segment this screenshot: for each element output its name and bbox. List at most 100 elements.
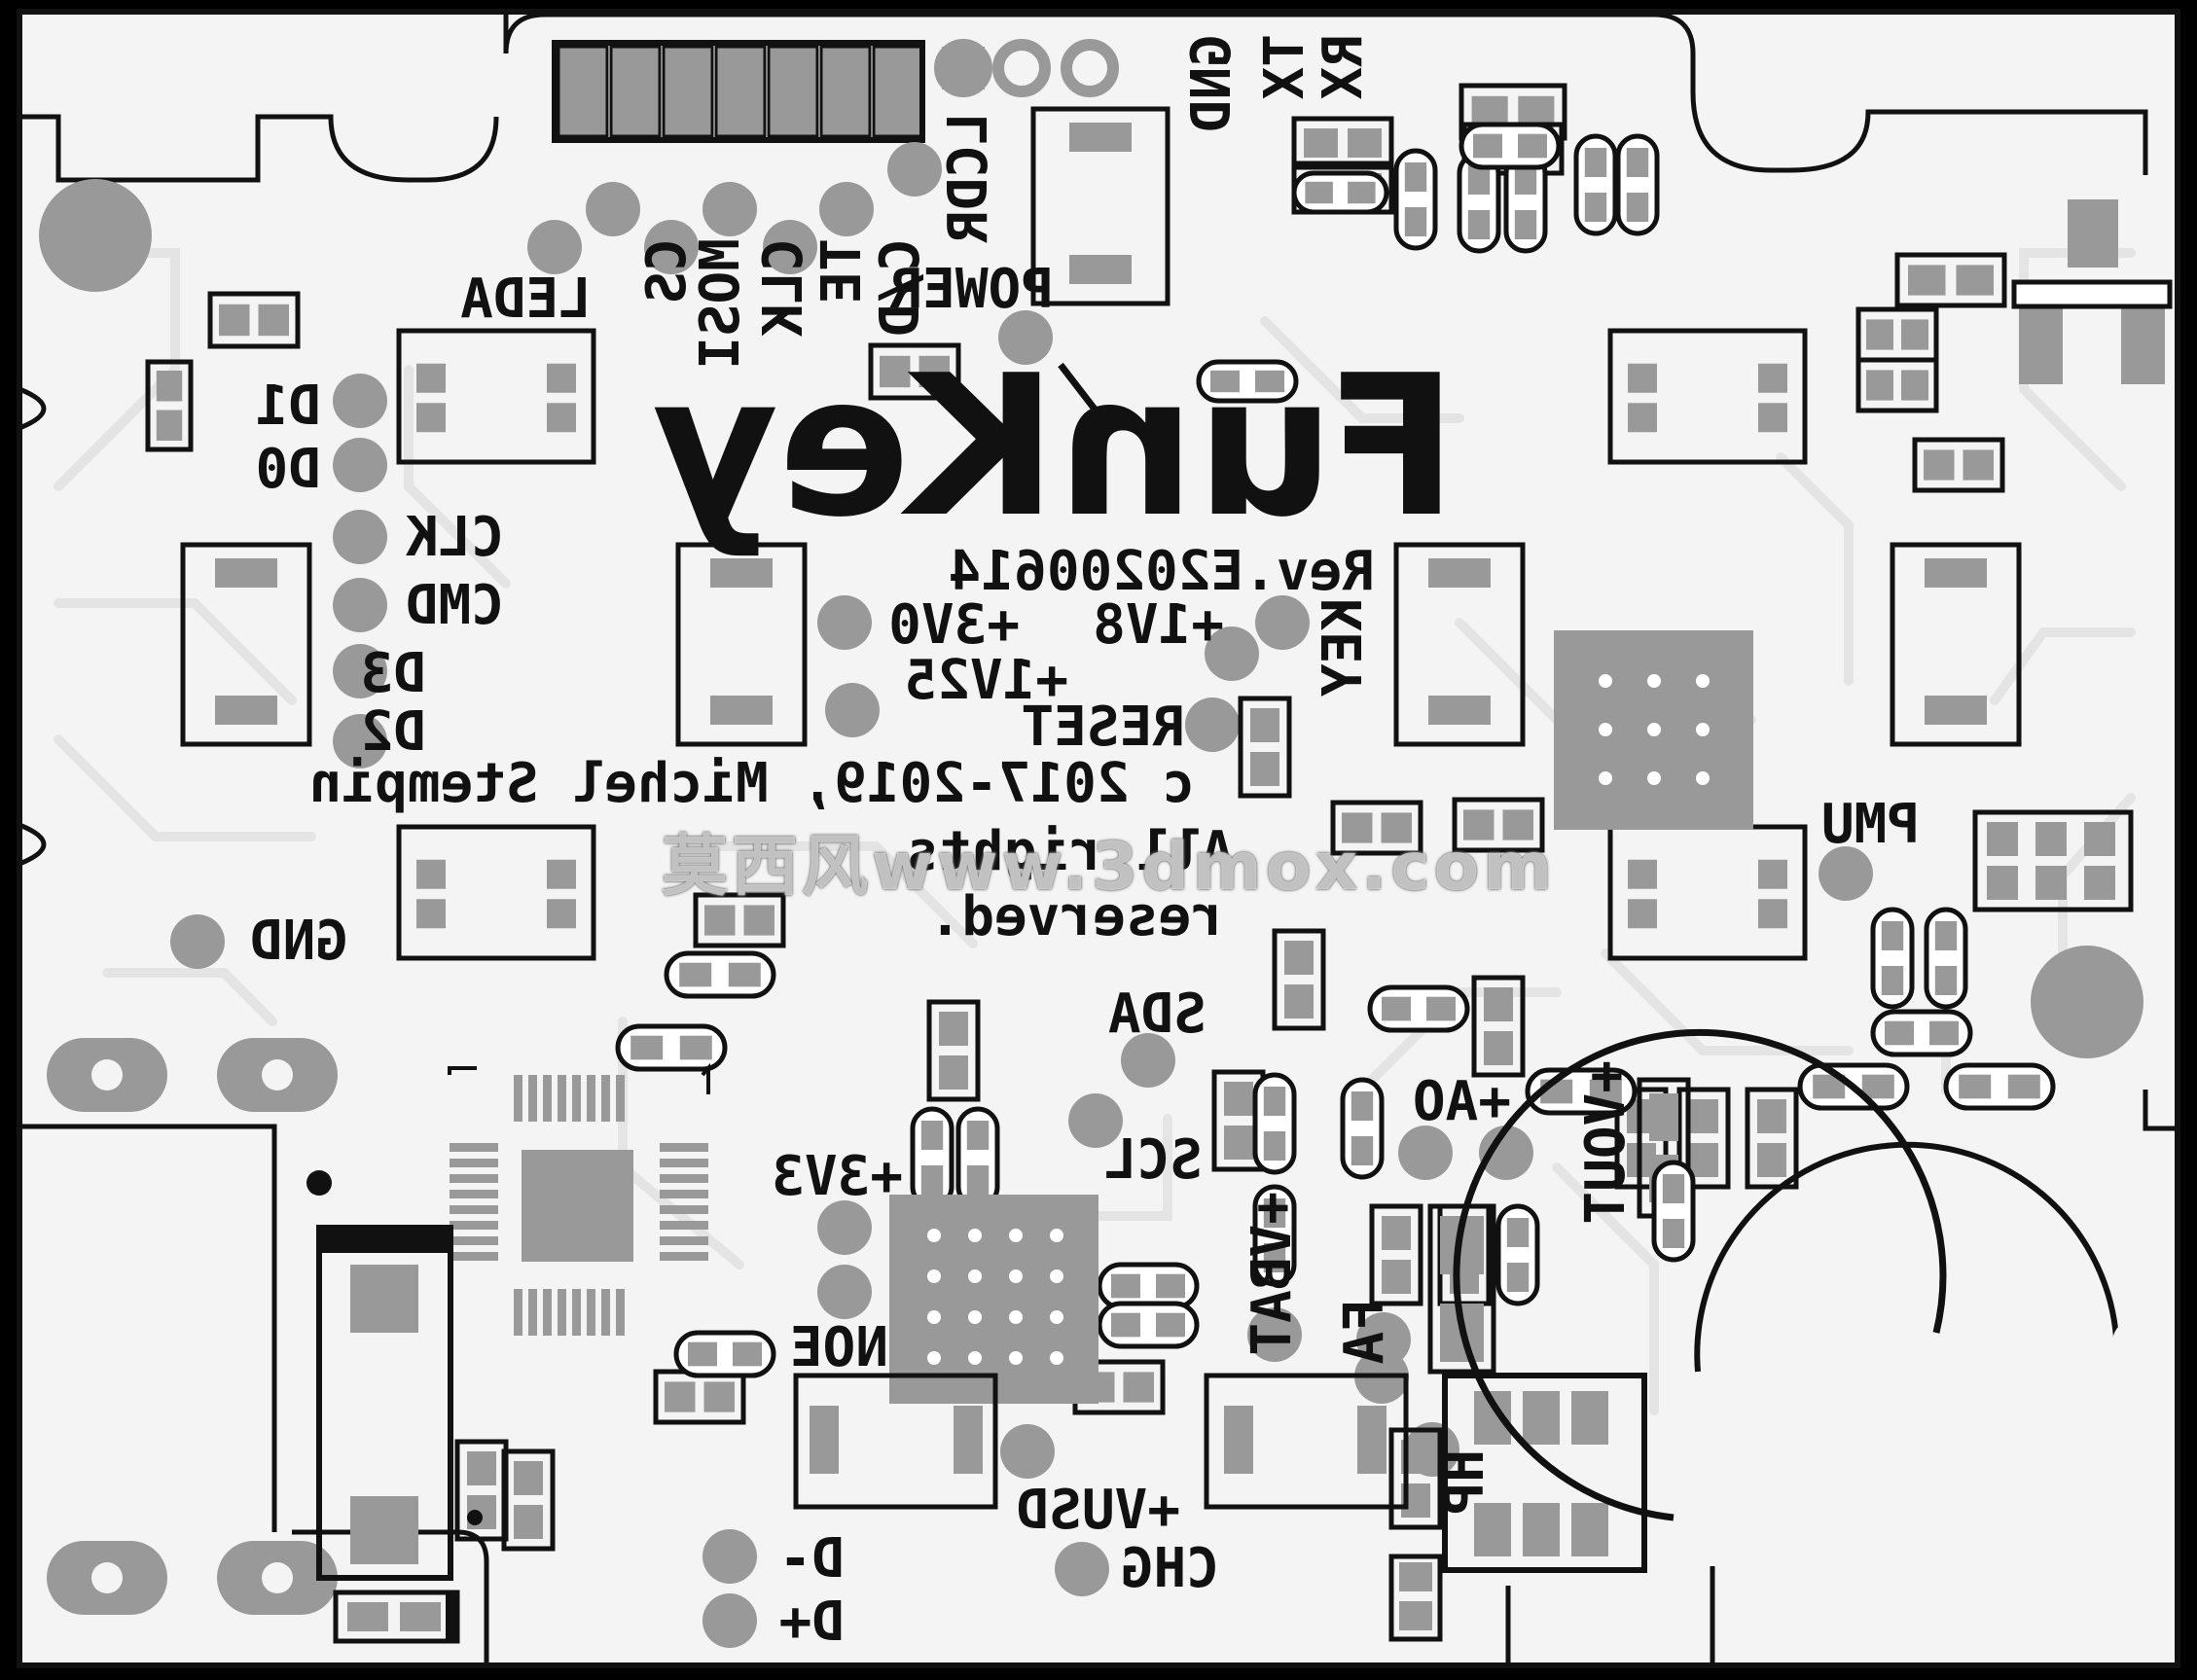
smd-pad (1250, 708, 1279, 742)
smd-pad (733, 1341, 762, 1367)
test-point (702, 1593, 757, 1648)
smd-footprint (1745, 1087, 1799, 1190)
smd-pad (1901, 319, 1928, 350)
thermal-via (1050, 1310, 1063, 1324)
label-noe: NOE (789, 1316, 888, 1379)
test-point (644, 220, 699, 274)
smd-pad (1463, 809, 1495, 840)
button-pad (416, 403, 446, 433)
soc-ic-thermal-pad (889, 1195, 1098, 1404)
thermal-via (927, 1269, 941, 1283)
test-point (1398, 1126, 1453, 1180)
smd-pad (1502, 809, 1533, 840)
smd-pad (688, 1341, 717, 1367)
smd-pad (1934, 921, 1958, 950)
smd-pad (1399, 1562, 1432, 1591)
polarity-mark (446, 1592, 457, 1641)
connector-bar (2011, 279, 2173, 309)
smd-footprint (1676, 1087, 1731, 1190)
button-pad (1758, 899, 1787, 929)
smd-pad (1689, 1143, 1718, 1177)
smd-footprint (1388, 1554, 1443, 1642)
ic-lead (450, 1205, 498, 1214)
ic-lead (587, 1075, 595, 1122)
label-gnd-top: GND (1180, 34, 1243, 133)
thermal-via (1696, 723, 1710, 736)
ic-lead (450, 1190, 498, 1198)
ic-lead (450, 1252, 498, 1261)
mounting-tab-hole (262, 1562, 293, 1593)
smd-footprint (1238, 696, 1292, 799)
crystal-footprint (1890, 542, 2022, 747)
smd-pad (1404, 162, 1427, 192)
smd-pad (215, 696, 277, 725)
smd-pad (1426, 996, 1456, 1021)
ic-lead (528, 1075, 537, 1122)
smd-pad (679, 1035, 712, 1060)
jack-pad (1571, 1391, 1608, 1445)
jack-pad (1523, 1391, 1560, 1445)
smd-footprint (501, 1448, 556, 1552)
thermal-via (1696, 674, 1710, 688)
smd-pad (939, 1012, 968, 1046)
smd-pad (1382, 996, 1411, 1021)
smd-pad (1224, 1082, 1253, 1116)
smd-pad (1987, 822, 2018, 856)
smd-pad (2084, 866, 2115, 900)
smd-pad (1284, 941, 1314, 975)
smd-footprint (926, 999, 981, 1102)
smd-pad (1484, 987, 1513, 1021)
test-point (887, 142, 942, 197)
button-pad (547, 363, 576, 393)
thermal-via (927, 1351, 941, 1365)
ic-lead (660, 1236, 708, 1245)
smd-pad (1473, 133, 1502, 159)
ic-lead (572, 1075, 581, 1122)
pcb-trace (1990, 627, 2136, 705)
smd-pad (2035, 822, 2067, 856)
smd-pad (1255, 370, 1284, 393)
label-mosi: MOSI (689, 238, 752, 370)
button-pad (1758, 363, 1787, 393)
smd-pad (347, 1602, 388, 1631)
button-pad (1628, 899, 1657, 929)
smd-pad (665, 1381, 696, 1412)
smd-footprint (1291, 116, 1394, 170)
smd-pad (1649, 1093, 1678, 1141)
smd-pad (1263, 1131, 1286, 1161)
smd-pad (1399, 1601, 1432, 1630)
test-point (998, 310, 1053, 365)
thermal-via (968, 1269, 982, 1283)
test-point (333, 510, 387, 564)
header-round-pad (992, 39, 1051, 97)
inductor-footprint (1204, 1373, 1409, 1510)
smd-pad (920, 1165, 944, 1195)
button-pad (1758, 859, 1787, 889)
pcb-trace (676, 841, 978, 948)
smd-pad (1925, 696, 1987, 725)
ic-lead (558, 1289, 566, 1336)
smd-pad (918, 355, 950, 388)
label-3v3: +3V3 (772, 1145, 903, 1208)
smd-pad (1506, 1218, 1530, 1247)
test-point (333, 714, 387, 769)
pin1-dot (306, 1170, 332, 1196)
smd-pad (704, 905, 736, 936)
smd-pad (1069, 123, 1132, 152)
ic-lead (601, 1289, 610, 1336)
smd-pad (1908, 265, 1946, 296)
smd-pad (1924, 449, 1955, 481)
thermal-via (1647, 771, 1661, 785)
smd-pad (920, 1121, 944, 1150)
ic-lead (601, 1075, 610, 1122)
test-point (817, 1265, 872, 1319)
smd-pad (1514, 210, 1537, 239)
speaker-pad (2112, 1319, 2159, 1366)
ic-lead (572, 1289, 581, 1336)
label-lcdr: LCDR (937, 112, 1000, 243)
test-point (1185, 697, 1240, 752)
smd-pad (1987, 866, 2018, 900)
header-pin-pad (609, 45, 662, 138)
smd-pad (1304, 128, 1338, 158)
